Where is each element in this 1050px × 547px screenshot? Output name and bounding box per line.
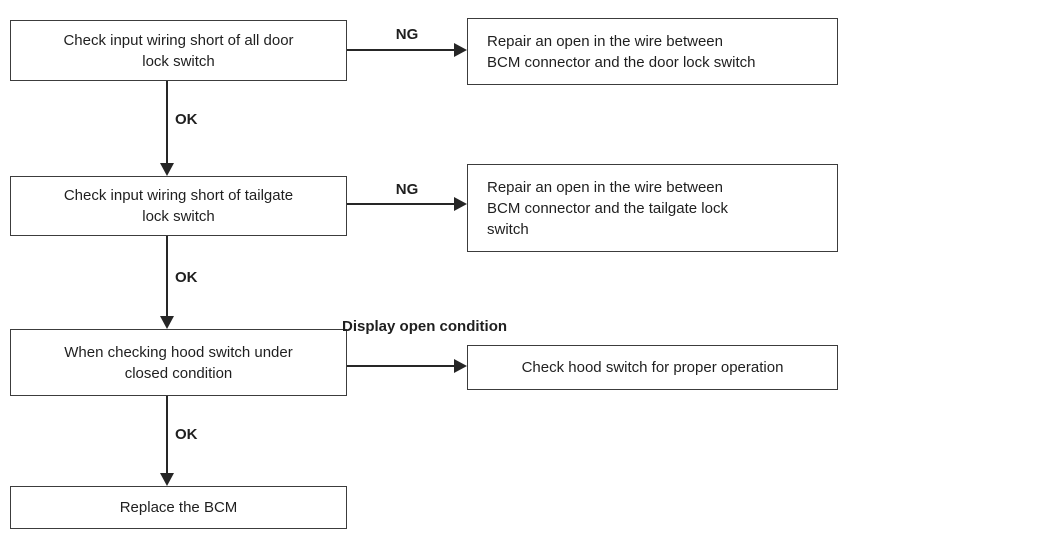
branch-label-ok-3: OK [175, 426, 198, 443]
flow-node-repair-door-lock-wire: Repair an open in the wire between BCM c… [467, 18, 838, 85]
connector-ng-1-line [347, 49, 457, 51]
node-text-line: Replace the BCM [119, 499, 238, 516]
arrowhead-down-icon [160, 163, 174, 176]
node-text-line: Check input wiring short of all door [63, 31, 294, 49]
node-text-line: Check input wiring short of tailgate [63, 187, 294, 204]
node-text-line: Repair an open in the wire between [487, 32, 723, 50]
node-text-line: closed condition [124, 364, 233, 382]
node-text-line: BCM connector and the door lock switch [487, 53, 756, 71]
branch-label-ng-1: NG [395, 26, 419, 43]
arrowhead-right-icon [454, 43, 467, 57]
node-text-line: Check hood switch for proper operation [521, 359, 784, 376]
branch-label-ok-1: OK [175, 111, 198, 128]
branch-label-display-open-condition: Display open condition [342, 318, 507, 335]
node-text-line: lock switch [142, 208, 215, 225]
flow-node-check-hood-switch-operation: Check hood switch for proper operation [467, 345, 838, 390]
arrowhead-right-icon [454, 197, 467, 211]
branch-label-ok-2: OK [175, 269, 198, 286]
arrowhead-down-icon [160, 316, 174, 329]
flow-node-check-door-lock-wiring: Check input wiring short of all door loc… [10, 20, 347, 81]
flow-node-repair-tailgate-lock-wire: Repair an open in the wire between BCM c… [467, 164, 838, 252]
connector-ok-3-line [166, 396, 168, 476]
connector-display-open-line [347, 365, 457, 367]
branch-label-line: open condition [399, 318, 508, 335]
branch-label-line: Display [342, 318, 396, 335]
branch-label-ng-2: NG [395, 181, 419, 198]
node-text-line: BCM connector and the tailgate lock [487, 199, 728, 217]
arrowhead-down-icon [160, 473, 174, 486]
connector-ok-1-line [166, 81, 168, 167]
connector-ng-2-line [347, 203, 457, 205]
node-text-line: When checking hood switch under [64, 343, 293, 361]
flow-node-replace-bcm: Replace the BCM [10, 486, 347, 529]
connector-ok-2-line [166, 236, 168, 320]
flow-node-check-hood-switch-closed: When checking hood switch under closed c… [10, 329, 347, 396]
node-text-line: switch [487, 220, 529, 238]
node-text-line: lock switch [142, 52, 215, 70]
flow-node-check-tailgate-lock-wiring: Check input wiring short of tailgate loc… [10, 176, 347, 236]
arrowhead-right-icon [454, 359, 467, 373]
node-text-line: Repair an open in the wire between [487, 178, 723, 196]
